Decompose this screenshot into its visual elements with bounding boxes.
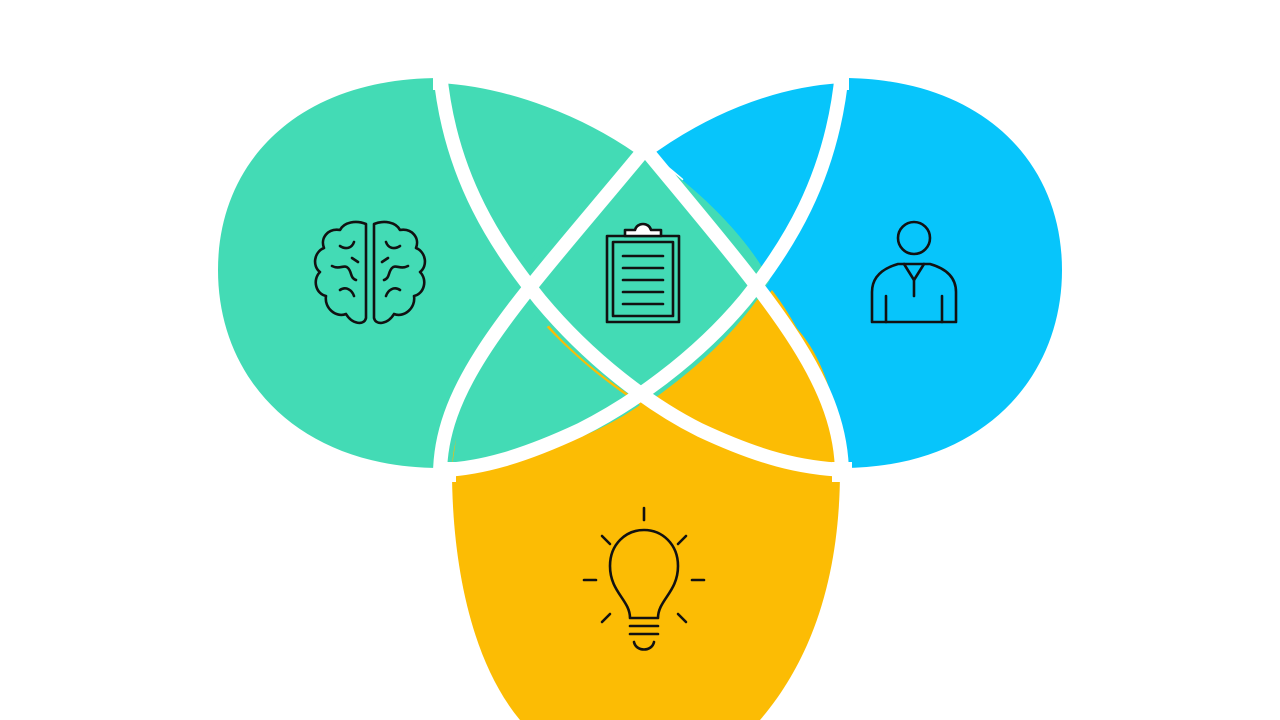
venn-gap-bottom-left — [436, 462, 456, 482]
lightbulb-icon — [582, 506, 706, 651]
venn-gap-top-left — [433, 60, 447, 90]
person-icon — [870, 220, 958, 324]
brain-icon — [313, 220, 427, 325]
venn-gap-bottom-right — [832, 462, 852, 482]
clipboard-icon — [605, 222, 681, 324]
venn-gap-top-right — [835, 60, 849, 90]
venn-separators — [433, 69, 849, 477]
